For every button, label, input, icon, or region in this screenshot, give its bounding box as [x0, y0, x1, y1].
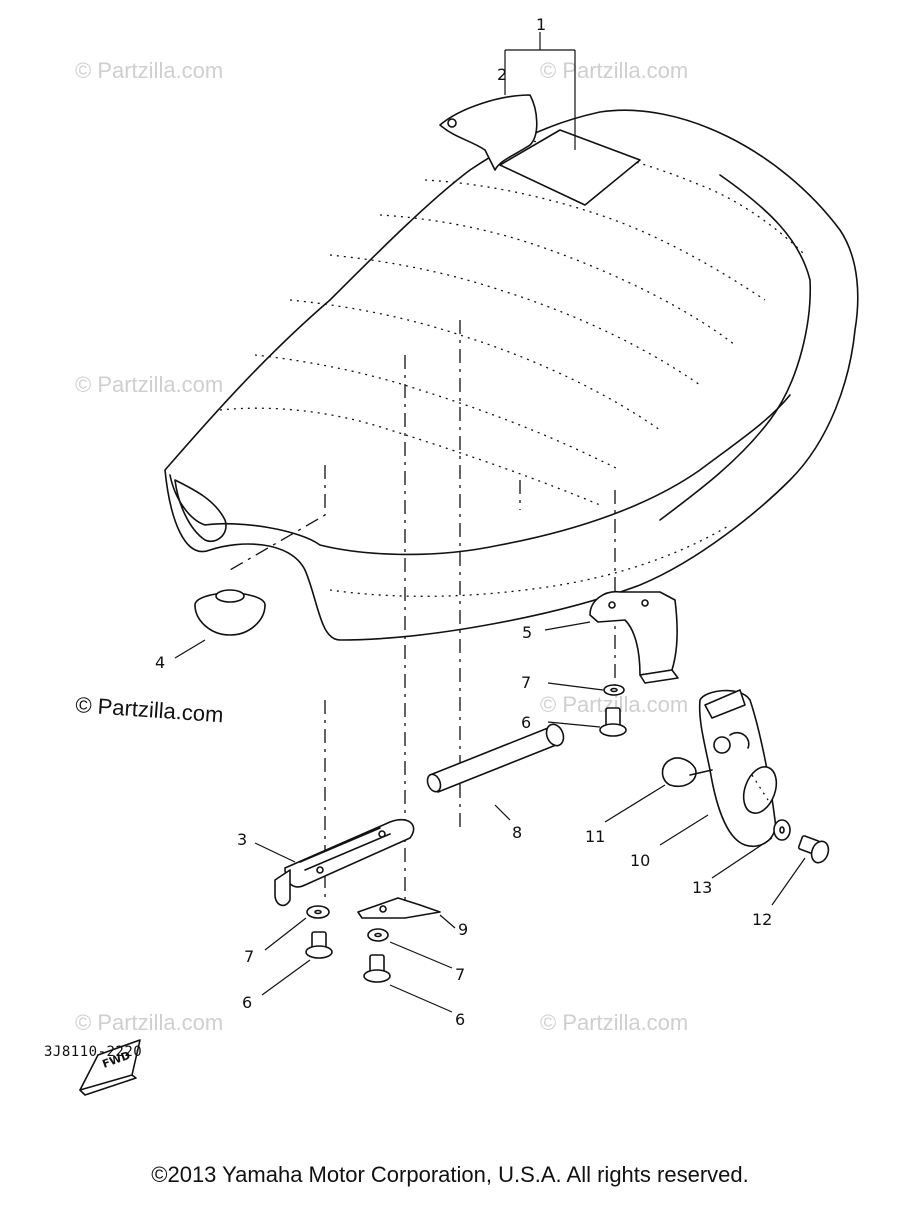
seat-outline [164, 109, 859, 641]
callout-label-4: 4 [155, 653, 165, 672]
part-7-washer-upper: 7 [521, 673, 625, 696]
part-7-washer-lower-left: 7 [244, 905, 330, 966]
callout-label-1: 1 [536, 15, 546, 34]
seat-pocket [174, 479, 227, 542]
seat-label-patch [499, 129, 641, 206]
fwd-arrow-icon: FWD [79, 1039, 141, 1096]
callout-label-6-lower-left: 6 [242, 993, 252, 1012]
part-7-washer-lower-mid: 7 [367, 928, 465, 984]
callout-label-9: 9 [458, 920, 468, 939]
part-3-hinge-plate: 3 [237, 818, 415, 907]
watermark-bottom-left: © Partzilla.com [75, 1010, 223, 1035]
callout-label-10: 10 [630, 851, 650, 870]
part-11-clip: 11 [585, 757, 713, 846]
part-13-washer: 13 [692, 819, 791, 897]
callout-label-13: 13 [692, 878, 712, 897]
callout-label-12: 12 [752, 910, 772, 929]
seat-pleats [219, 139, 806, 506]
seat-front-lip [169, 394, 791, 556]
callout-label-8: 8 [512, 823, 522, 842]
copyright-footer: ©2013 Yamaha Motor Corporation, U.S.A. A… [151, 1162, 749, 1187]
seat-base-edge [329, 524, 731, 597]
part-9-plate: 9 [357, 897, 468, 939]
watermark-mid-left: © Partzilla.com [75, 372, 223, 397]
callout-label-7-lower-left: 7 [244, 947, 254, 966]
callout-label-3: 3 [237, 830, 247, 849]
callout-label-11: 11 [585, 827, 605, 846]
callout-label-7-upper: 7 [521, 673, 531, 692]
watermark-bottom-right: © Partzilla.com [540, 1010, 688, 1035]
callout-1-2: 1 2 [497, 15, 576, 150]
callout-label-5: 5 [522, 623, 532, 642]
seat-strap [439, 94, 538, 171]
callout-label-6-lower-mid: 6 [455, 1010, 465, 1029]
assembly-lines [229, 320, 616, 900]
watermark-top-right: © Partzilla.com [540, 58, 688, 83]
watermark-top-left: © Partzilla.com [75, 58, 223, 83]
part-12-bolt: 12 [752, 835, 830, 929]
seat-assembly [164, 109, 859, 641]
callout-label-6-upper: 6 [521, 713, 531, 732]
drawing-code: 3J8110-2220 [44, 1044, 143, 1060]
part-6-bolt-lower-mid: 6 [363, 954, 465, 1029]
part-8-shaft: 8 [426, 723, 565, 842]
part-5-bracket: 5 [522, 590, 679, 684]
part-6-bolt-upper: 6 [521, 707, 627, 737]
callout-label-2: 2 [497, 65, 507, 84]
callout-label-7-lower-mid: 7 [455, 965, 465, 984]
watermark-primary: © Partzilla.com [75, 692, 225, 727]
seat-side-panel [659, 174, 812, 521]
part-4-damper: 4 [155, 589, 266, 672]
part-10-lock: 10 [630, 689, 778, 870]
part-6-bolt-lower-left: 6 [242, 931, 333, 1012]
